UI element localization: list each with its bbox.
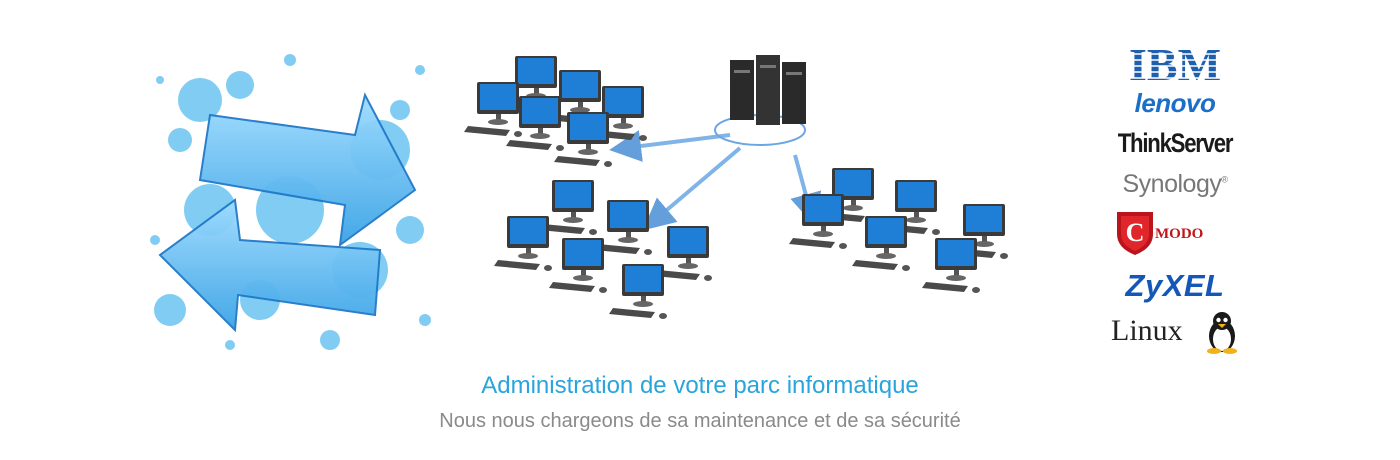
- shield-icon: C MODO: [1117, 212, 1203, 255]
- network-diagram-icon: [464, 55, 1008, 319]
- synology-registered-mark: ®: [1221, 174, 1228, 185]
- thinkserver-logo: ThinkServer: [1117, 128, 1234, 158]
- ibm-logo-text: IBM: [1129, 40, 1221, 86]
- ibm-logo-mark: IBM: [1120, 39, 1230, 90]
- synology-logo-text: Synology: [1122, 170, 1222, 198]
- zyxel-logo: ZyXEL: [1125, 268, 1225, 303]
- sync-arrows-icon: [150, 54, 431, 350]
- penguin-icon: [1207, 312, 1237, 354]
- server-icon: [714, 55, 806, 146]
- lenovo-logo: lenovo: [1134, 88, 1216, 118]
- hero-headline: Administration de votre parc informatiqu…: [481, 372, 919, 399]
- linux-logo-text: Linux: [1111, 314, 1183, 347]
- hero-subheadline: Nous nous chargeons de sa maintenance et…: [439, 410, 961, 432]
- partner-logos: IBM lenovo ThinkServer Synology® C MODO …: [1105, 39, 1245, 360]
- linux-logo: Linux: [1105, 310, 1245, 356]
- comodo-logo-c: C: [1126, 218, 1145, 247]
- synology-logo: Synology®: [1105, 170, 1245, 199]
- comodo-logo-text: MODO: [1155, 226, 1203, 242]
- ibm-logo: IBM: [1105, 39, 1245, 90]
- comodo-logo: C MODO: [1105, 208, 1245, 258]
